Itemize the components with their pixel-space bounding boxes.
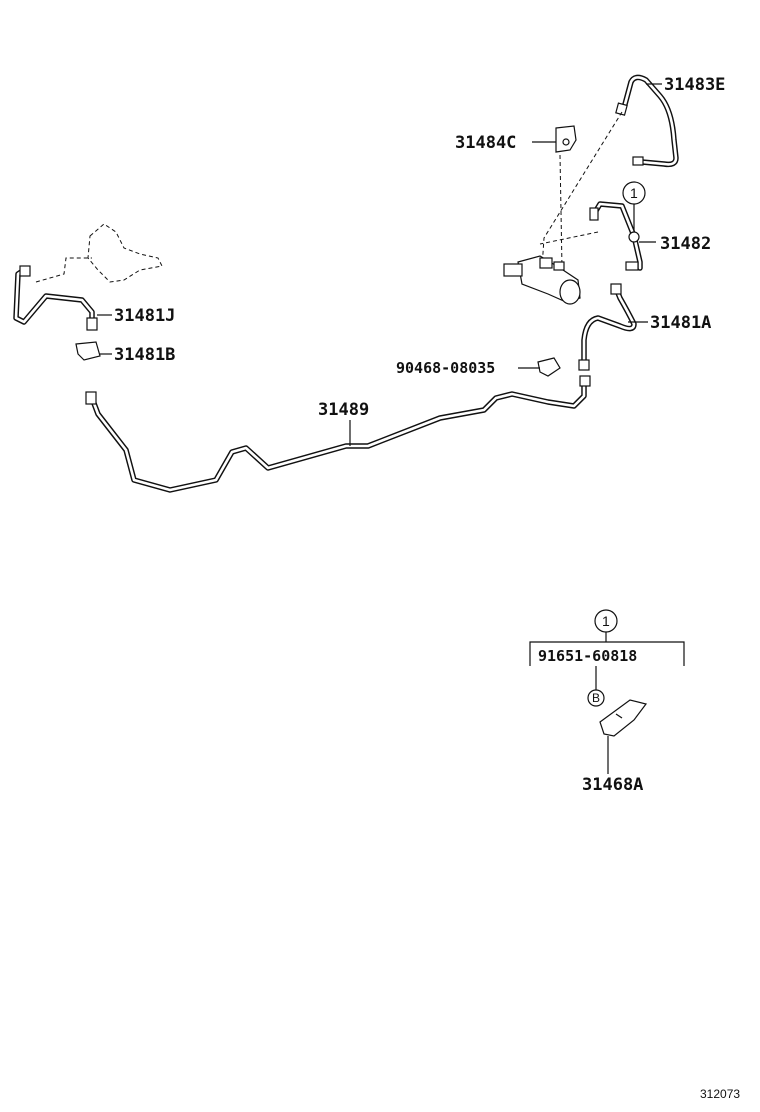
label-31489[interactable]: 31489	[318, 400, 369, 420]
pedal-bracket-outline	[35, 223, 163, 283]
group-marker-1-top-num: 1	[630, 185, 638, 201]
label-90468-08035[interactable]: 90468-08035	[396, 359, 495, 377]
hose-31483E[interactable]	[615, 74, 679, 168]
label-31481B[interactable]: 31481B	[114, 345, 175, 365]
label-31468A[interactable]: 31468A	[582, 775, 643, 795]
clip-31481B[interactable]	[75, 341, 101, 361]
drawing-reference-number: 312073	[700, 1087, 740, 1101]
clip-90468-08035[interactable]	[537, 357, 561, 377]
assembly-dash-2	[559, 154, 563, 269]
pipe-31481J[interactable]	[13, 265, 98, 331]
label-31484C[interactable]: 31484C	[455, 133, 516, 153]
group-marker-1-bottom-num: 1	[602, 613, 610, 629]
clutch-master-cylinder[interactable]	[503, 255, 581, 305]
assembly-dash-1	[541, 111, 623, 269]
label-31481A[interactable]: 31481A	[650, 313, 711, 333]
tube-31489[interactable]	[85, 375, 591, 493]
hose-31481A[interactable]	[578, 283, 637, 371]
bolt-91651-60818[interactable]: B	[587, 689, 605, 707]
pipe-31482[interactable]	[589, 201, 643, 271]
label-31482[interactable]: 31482	[660, 234, 711, 254]
assembly-dash-3	[539, 231, 599, 245]
bracket-31484C[interactable]	[555, 125, 577, 153]
label-31483E[interactable]: 31483E	[664, 75, 725, 95]
bolt-hex-mark-icon: B	[592, 691, 600, 705]
group-bracket	[529, 641, 685, 666]
label-31481J[interactable]: 31481J	[114, 306, 175, 326]
label-91651-60818[interactable]: 91651-60818	[538, 647, 637, 665]
bracket-31468A[interactable]	[599, 699, 648, 737]
